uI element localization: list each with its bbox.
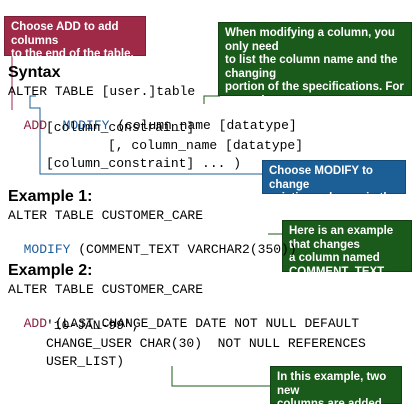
syntax-line-1: ALTER TABLE [user.]table [8,84,196,99]
example2-heading: Example 2: [8,262,93,279]
example2-line-5: USER_LIST) [46,354,125,369]
example2-add-keyword: ADD [23,316,48,331]
example2-line-1: ALTER TABLE CUSTOMER_CARE [8,282,204,297]
example2-line-4: CHANGE_USER CHAR(30) NOT NULL REFERENCES [46,336,366,351]
add-callout: Choose ADD to add columns to the end of … [4,16,146,60]
modify-note-callout: When modifying a column, you only need t… [218,22,412,147]
example1-callout: Here is an example that changes a column… [282,220,412,291]
syntax-line-5: [column_constraint] ... ) [46,156,242,171]
example1-line-1: ALTER TABLE CUSTOMER_CARE [8,208,204,223]
example2-connector [171,366,276,387]
modify-note-connector [203,95,220,104]
syntax-line-2: ADD MODIFY (column_name [datatype] [8,102,297,134]
modify-callout: Choose MODIFY to change existing columns… [262,160,406,218]
syntax-line-2-rest: (column_name [datatype] [109,118,297,133]
syntax-line-3: [column_constraint] [46,120,195,135]
example2-line-2: ADD (LAST_CHANGE_DATE DATE NOT NULL DEFA… [8,300,359,332]
example1-line-2: MODIFY (COMMENT_TEXT VARCHAR2(350)) [8,226,297,258]
syntax-line-4: [, column_name [datatype] [108,138,304,153]
example1-line-2-rest: (COMMENT_TEXT VARCHAR2(350)) [70,242,297,257]
example2-line-3: '10-JAN-99', [46,318,140,333]
syntax-heading: Syntax [8,64,61,81]
modify-connector [29,95,262,175]
example1-modify-keyword: MODIFY [23,242,71,257]
example1-heading: Example 1: [8,188,93,205]
syntax-modify-keyword: MODIFY [62,118,110,133]
syntax-add-keyword: ADD [23,118,48,133]
example2-line-2-rest: (LAST_CHANGE_DATE DATE NOT NULL DEFAULT [47,316,360,331]
example2-callout: In this example, two new columns are add… [270,366,402,410]
